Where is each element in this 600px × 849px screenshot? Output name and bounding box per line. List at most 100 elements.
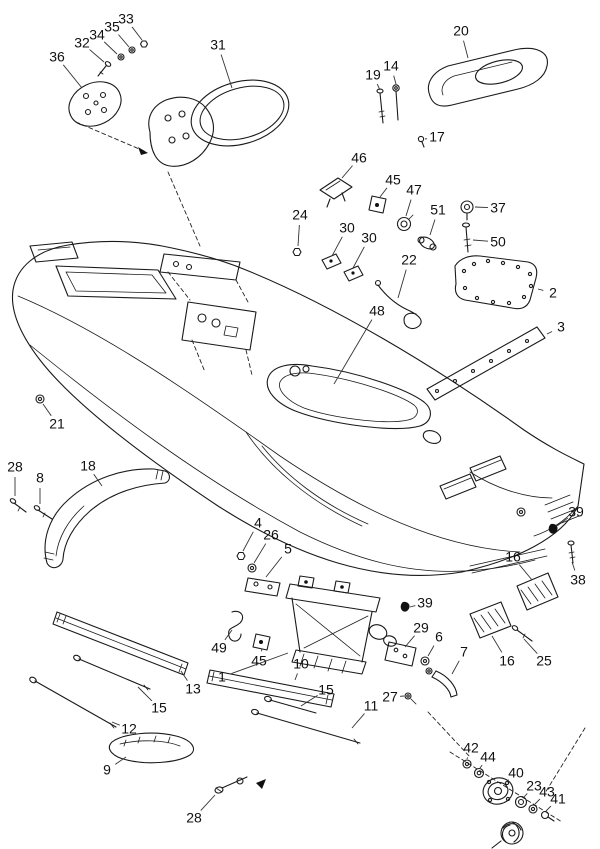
part-11-rod [251,708,361,745]
callout-number-3-21: 3 [557,319,565,335]
callout-number-47-12: 47 [406,182,422,198]
callout-number-22-19: 22 [401,252,417,268]
callout-20-6: 20 [453,23,469,59]
callout-50-15: 50 [472,234,506,250]
part-16-pad-upper [516,572,559,611]
part-34-washer [117,53,125,61]
callout-43-55: 43 [534,784,555,805]
callout-19-7: 19 [365,67,381,91]
leader-line-45-38 [260,648,263,652]
callout-31-5: 31 [210,37,233,89]
callout-number-15-42: 15 [151,700,167,716]
callout-23-54: 23 [523,778,542,798]
part-39-clip-right [548,523,558,534]
callout-28-50: 28 [186,794,216,826]
front-hatch-outer [55,265,177,300]
callout-24-16: 24 [292,207,308,247]
callout-38-32: 38 [570,561,586,588]
callout-22-19: 22 [397,252,417,299]
callout-number-40-53: 40 [508,765,524,781]
part-51-clamp [417,236,437,251]
housing-to-hull-line [167,171,201,247]
callout-45-11: 45 [379,172,401,198]
leader-line-7-36 [451,660,460,675]
hull-deck-seam [17,295,521,553]
callout-number-8-25: 8 [36,470,44,486]
callout-41-56: 41 [545,791,566,812]
callout-47-12: 47 [405,182,422,217]
callout-40-53: 40 [504,765,524,784]
part-20-handle [427,47,548,107]
part-30-plate-a [321,253,342,270]
callout-number-9-47: 9 [103,762,111,778]
callout-10-40: 10 [293,656,309,681]
part-24-nut [292,247,302,257]
part-25-screw [511,625,533,642]
rear-vents [439,455,526,517]
callout-32-1: 32 [74,35,105,63]
leader-line-11-45 [351,713,365,729]
callout-number-5-29: 5 [284,541,292,557]
callout-number-44-52: 44 [480,749,496,765]
callout-number-51-13: 51 [430,202,446,218]
leader-line-3-21 [546,331,553,335]
callout-number-37-14: 37 [490,200,506,216]
mid-small-parts [292,177,474,329]
part-13-rail [52,611,189,676]
callout-49-37: 49 [211,629,233,656]
callout-number-39-30: 39 [568,504,584,520]
arrowhead [138,147,148,155]
fastener-plate-group [236,551,281,597]
leader-line-15-42 [137,686,153,702]
part-26-washer [247,563,257,573]
part-9-trim [108,732,194,764]
leader-line-45-11 [379,187,388,198]
callout-15-42: 15 [137,686,167,716]
part-28-screw-bottom [214,776,266,794]
leader-line-30-18 [352,246,365,269]
callout-33-4: 33 [118,11,143,41]
part-45-pad-lower [252,633,271,651]
leader-line-50-15 [472,239,489,242]
callout-number-30-18: 30 [361,230,377,246]
leader-line-1-39 [231,652,289,675]
callout-48-22: 48 [333,303,385,385]
callout-number-43-55: 43 [539,784,555,800]
leader-line-49-37 [224,629,233,641]
part-45-pad-upper [368,195,387,214]
callout-39-30: 39 [556,504,584,527]
leader-line-25-49 [523,638,538,654]
callout-36-0: 36 [49,49,83,89]
callout-16-48: 16 [491,635,515,669]
leader-line-20-6 [463,40,469,59]
leader-line-46-10 [341,165,353,179]
part-15-rod-right [264,695,317,714]
step-bracket-assembly [228,575,397,675]
leader-line-22-19 [397,269,407,299]
leader-line-23-54 [523,793,528,798]
leader-line-4-27 [242,531,254,552]
callout-number-17-9: 17 [429,129,445,145]
part-23-ring [514,795,528,809]
callout-27-46: 27 [382,689,405,705]
leader-line-24-16 [297,224,300,247]
leader-line-51-13 [429,219,436,236]
part-3-strip [426,326,546,401]
leader-line-32-1 [89,49,105,63]
leader-line-16-31 [519,564,533,581]
callout-number-24-16: 24 [292,207,308,223]
callout-number-30-17: 30 [339,220,355,236]
part-15-rod-left [73,654,151,691]
pump-assembly [427,711,586,849]
part-30-plate-b [343,265,364,282]
part-17-rivet [417,135,425,148]
callout-number-42-51: 42 [463,740,479,756]
part-44-washer [473,767,485,779]
diagram-art [9,40,586,849]
part-43-washer [528,804,538,814]
bumper-assembly-left [9,468,171,569]
leader-line-15-43 [300,695,318,707]
callout-35-3: 35 [104,19,130,48]
leader-line-28-50 [200,794,216,811]
